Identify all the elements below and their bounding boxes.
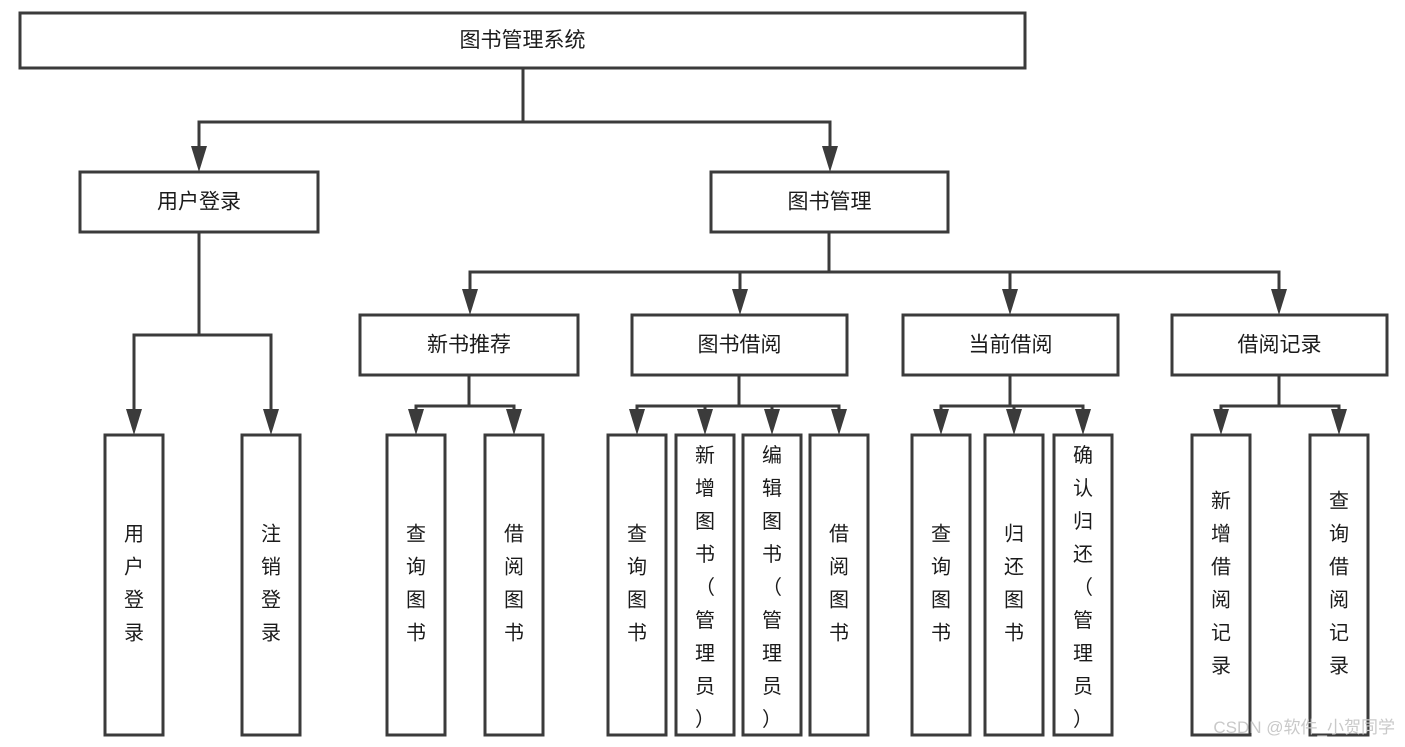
node-leaf[interactable]: 编辑图书（管理员）	[741, 433, 803, 737]
nodes-layer: 图书管理系统用户登录图书管理新书推荐图书借阅当前借阅借阅记录用户登录注销登录查询…	[18, 11, 1389, 737]
connector-group	[933, 373, 1091, 435]
arrow-head-icon	[697, 409, 713, 435]
arrow-head-icon	[1002, 289, 1018, 315]
connector-group	[191, 66, 838, 172]
node-leaf[interactable]: 新增图书（管理员）	[674, 433, 736, 737]
node-level2[interactable]: 借阅记录	[1170, 313, 1389, 377]
node-box[interactable]	[1052, 433, 1114, 737]
node-box[interactable]	[606, 433, 668, 737]
node-leaf[interactable]: 用户登录	[103, 433, 165, 737]
node-label: 编辑图书（管理员）	[762, 444, 782, 731]
arrow-head-icon	[831, 409, 847, 435]
node-label: 注销登录	[261, 523, 281, 645]
arrow-head-icon	[1213, 409, 1229, 435]
node-root[interactable]: 图书管理系统	[18, 11, 1027, 70]
node-level1[interactable]: 用户登录	[78, 170, 320, 234]
node-label: 图书管理系统	[460, 29, 586, 52]
node-label: 确认归还（管理员）	[1073, 444, 1093, 731]
node-leaf[interactable]: 借阅图书	[808, 433, 870, 737]
node-label: 借阅图书	[829, 523, 849, 645]
node-leaf[interactable]: 归还图书	[983, 433, 1045, 737]
node-box[interactable]	[983, 433, 1045, 737]
node-box[interactable]	[901, 313, 1120, 377]
node-label: 新增借阅记录	[1211, 490, 1231, 678]
node-box[interactable]	[910, 433, 972, 737]
node-label: 查询图书	[931, 523, 951, 645]
connector-group	[408, 373, 522, 435]
connector-group	[126, 230, 279, 435]
node-box[interactable]	[358, 313, 580, 377]
connector-group	[629, 373, 847, 435]
node-box[interactable]	[103, 433, 165, 737]
node-label: 用户登录	[124, 524, 144, 645]
node-box[interactable]	[808, 433, 870, 737]
arrow-head-icon	[263, 409, 279, 435]
node-label: 当前借阅	[969, 334, 1053, 357]
node-box[interactable]	[385, 433, 447, 737]
node-box[interactable]	[741, 433, 803, 737]
node-leaf[interactable]: 查询图书	[385, 433, 447, 737]
node-box[interactable]	[1308, 433, 1370, 737]
arrow-head-icon	[933, 409, 949, 435]
node-box[interactable]	[483, 433, 545, 737]
node-label: 查询借阅记录	[1329, 490, 1349, 678]
node-box[interactable]	[78, 170, 320, 234]
node-label: 用户登录	[157, 191, 241, 214]
node-box[interactable]	[709, 170, 950, 234]
node-leaf[interactable]: 查询借阅记录	[1308, 433, 1370, 737]
arrow-head-icon	[1075, 409, 1091, 435]
arrow-head-icon	[629, 409, 645, 435]
node-label: 新书推荐	[427, 334, 511, 357]
arrow-head-icon	[1006, 409, 1022, 435]
node-level1[interactable]: 图书管理	[709, 170, 950, 234]
csdn-watermark: CSDN @软件_小贺同学	[1213, 718, 1395, 737]
arrow-head-icon	[732, 289, 748, 315]
node-box[interactable]	[18, 11, 1027, 70]
arrow-head-icon	[506, 409, 522, 435]
connector-group	[1213, 373, 1347, 435]
node-leaf[interactable]: 新增借阅记录	[1190, 433, 1252, 737]
node-level2[interactable]: 当前借阅	[901, 313, 1120, 377]
node-label: 归还图书	[1004, 523, 1024, 645]
node-level2[interactable]: 图书借阅	[630, 313, 849, 377]
arrow-head-icon	[1271, 289, 1287, 315]
connector-group	[462, 230, 1287, 315]
node-level2[interactable]: 新书推荐	[358, 313, 580, 377]
connectors-layer	[126, 66, 1347, 435]
node-box[interactable]	[674, 433, 736, 737]
node-box[interactable]	[630, 313, 849, 377]
arrow-head-icon	[191, 146, 207, 172]
arrow-head-icon	[822, 146, 838, 172]
node-label: 借阅记录	[1238, 334, 1322, 357]
node-leaf[interactable]: 注销登录	[240, 433, 302, 737]
node-box[interactable]	[240, 433, 302, 737]
node-label: 新增图书（管理员）	[695, 444, 715, 731]
arrow-head-icon	[764, 409, 780, 435]
node-label: 图书管理	[788, 191, 872, 214]
node-leaf[interactable]: 查询图书	[606, 433, 668, 737]
node-box[interactable]	[1190, 433, 1252, 737]
node-label: 图书借阅	[698, 334, 782, 357]
arrow-head-icon	[408, 409, 424, 435]
arrow-head-icon	[462, 289, 478, 315]
arrow-head-icon	[126, 409, 142, 435]
arrow-head-icon	[1331, 409, 1347, 435]
node-leaf[interactable]: 确认归还（管理员）	[1052, 433, 1114, 737]
node-box[interactable]	[1170, 313, 1389, 377]
node-leaf[interactable]: 查询图书	[910, 433, 972, 737]
node-leaf[interactable]: 借阅图书	[483, 433, 545, 737]
node-label: 借阅图书	[504, 523, 524, 645]
node-label: 查询图书	[406, 523, 426, 645]
node-label: 查询图书	[627, 523, 647, 645]
